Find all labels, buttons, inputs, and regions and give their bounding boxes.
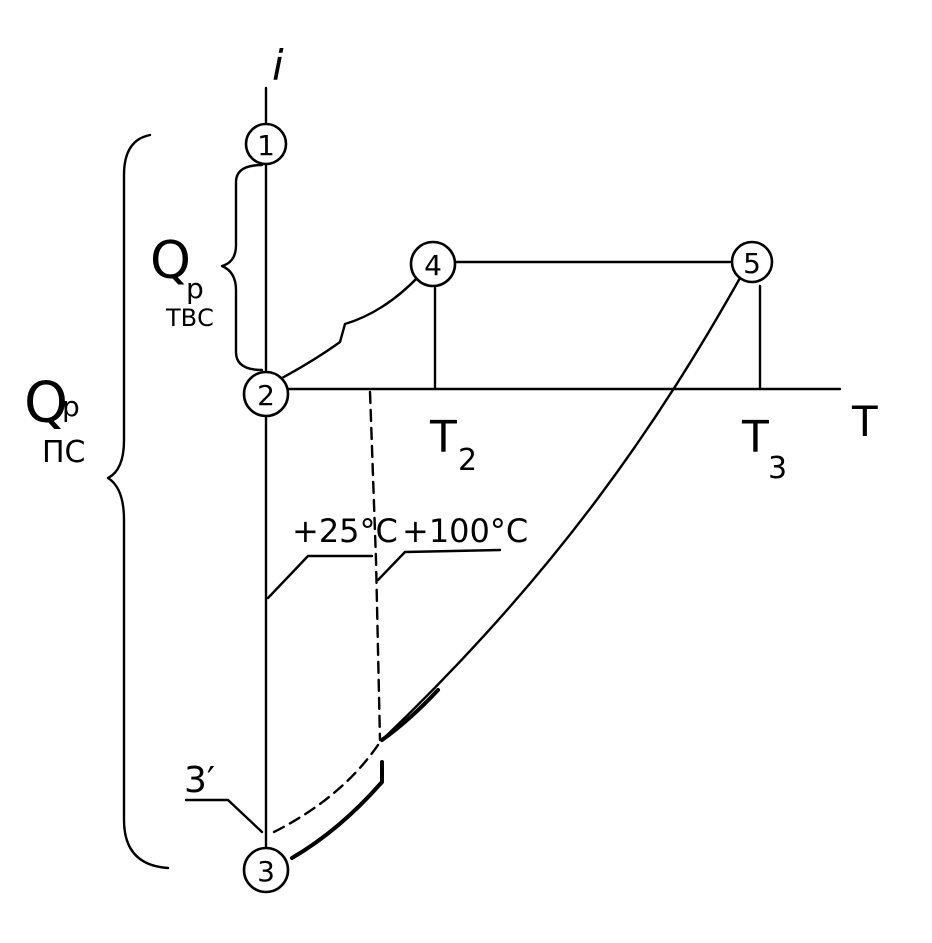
tick-t3-label: T <box>741 412 769 463</box>
horizontal-axis-label: T <box>851 397 878 446</box>
label-3-prime: 3′ <box>184 760 215 801</box>
svg-text:4: 4 <box>424 249 442 282</box>
brace-q-tvs-sub: ТВС <box>165 304 214 332</box>
brace-q-tvs-main: Q <box>150 231 191 291</box>
svg-text:5: 5 <box>743 247 761 280</box>
svg-text:2: 2 <box>257 379 275 412</box>
brace-q-tvs <box>220 163 264 372</box>
vertical-axis-label: i <box>272 41 284 90</box>
curve-5-to-3 <box>380 276 742 742</box>
node-2: 2 <box>242 370 290 418</box>
tick-t2-label: T <box>429 412 457 463</box>
node-1: 1 <box>244 122 288 166</box>
tick-t2-subscript: 2 <box>458 443 477 478</box>
node-3: 3 <box>242 846 290 894</box>
label-plus-100c: +100°C <box>402 512 528 550</box>
brace-q-ps <box>106 133 170 870</box>
leader-25c <box>266 554 374 600</box>
curve-segment-thick-upper <box>380 688 440 742</box>
brace-q-ps-sub: ПС <box>42 435 86 470</box>
label-plus-25c: +25°C <box>292 512 398 550</box>
leader-3prime <box>184 798 264 834</box>
node-5: 5 <box>730 240 774 284</box>
tick-t3-subscript: 3 <box>768 451 787 486</box>
isotherm-100c-dashed <box>368 390 382 742</box>
svg-text:1: 1 <box>257 129 275 162</box>
brace-q-ps-main: Q <box>24 371 68 436</box>
brace-q-ps-sub-p: р <box>62 390 80 423</box>
brace-q-tvs-sub-p: р <box>186 272 204 305</box>
svg-text:3: 3 <box>257 855 275 888</box>
curve-2-to-4 <box>280 273 422 380</box>
curve-dashed-to-3prime <box>266 743 380 837</box>
leader-100c <box>376 548 502 582</box>
curve-segment-thick-lower <box>290 760 384 860</box>
node-4: 4 <box>409 240 457 288</box>
